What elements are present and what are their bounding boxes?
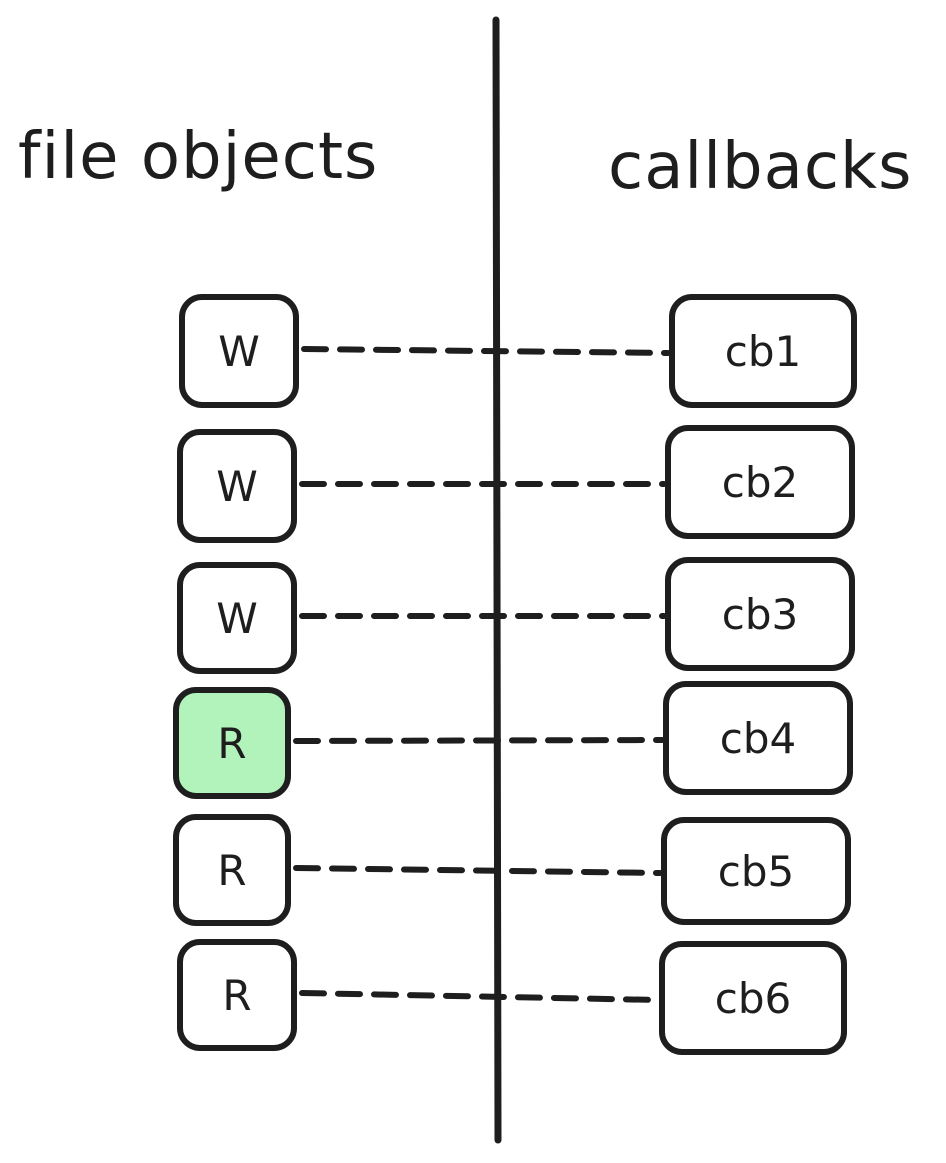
file-object-label: R — [217, 846, 246, 895]
callback-label: cb4 — [720, 714, 796, 763]
file-objects-heading: file objects — [18, 120, 379, 194]
callback-box — [663, 681, 853, 795]
callback-box — [661, 817, 851, 925]
callback-box — [659, 941, 847, 1055]
callback-label: cb6 — [715, 974, 791, 1023]
file-object-label: R — [217, 719, 246, 768]
divider-line — [492, 16, 502, 1144]
file-object-label: W — [218, 327, 260, 376]
file-object-box — [177, 429, 297, 543]
connector-line — [301, 346, 671, 356]
callback-label: cb1 — [725, 327, 801, 376]
callback-label: cb5 — [718, 847, 794, 896]
file-object-box — [177, 939, 297, 1051]
callbacks-heading: callbacks — [608, 130, 913, 204]
callback-box — [665, 557, 855, 671]
callback-label: cb2 — [722, 458, 798, 507]
file-object-box — [173, 814, 291, 926]
file-object-label: R — [222, 971, 251, 1020]
file-object-box — [177, 562, 297, 674]
file-object-box — [179, 294, 299, 408]
file-object-box-highlighted — [173, 687, 291, 799]
connector-line — [299, 990, 661, 1003]
callback-box — [669, 294, 857, 408]
callback-box — [665, 425, 855, 539]
file-object-label: W — [216, 594, 258, 643]
file-object-label: W — [216, 462, 258, 511]
callback-label: cb3 — [722, 590, 798, 639]
connector-line — [293, 865, 663, 876]
connector-line — [293, 737, 665, 744]
